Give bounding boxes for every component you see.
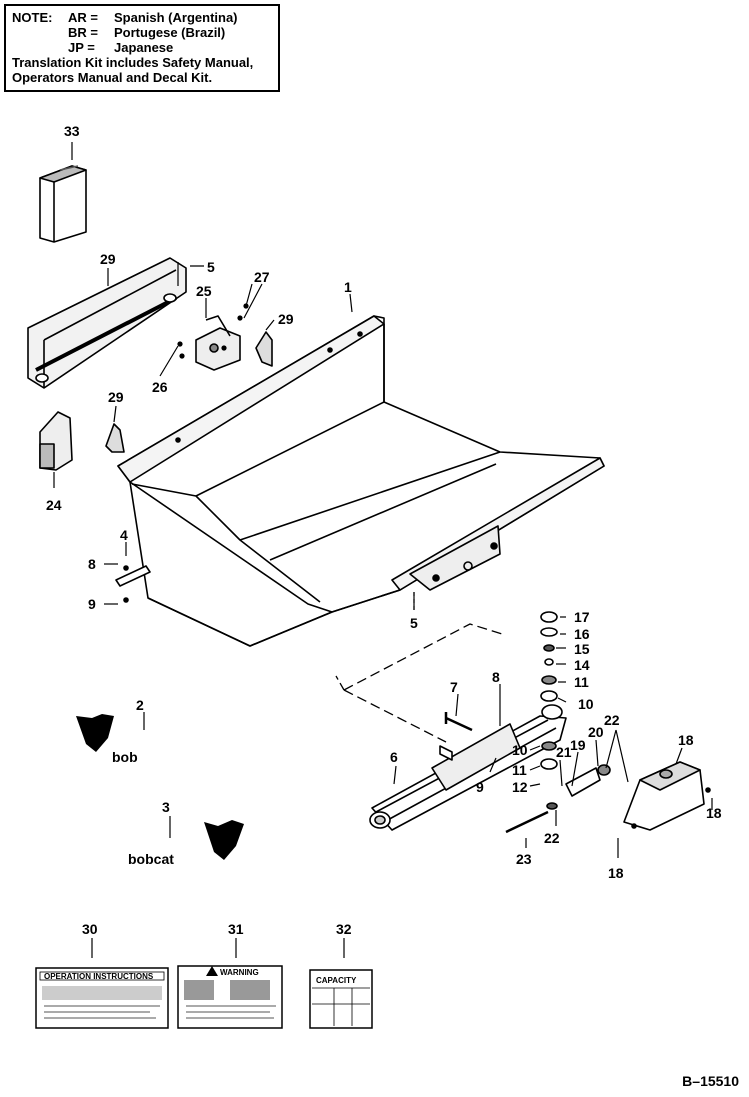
note-code-ar: AR = [68, 10, 98, 25]
callout-10b: 10 [512, 742, 528, 758]
clamp-block-part [195, 315, 241, 371]
logo-text-2: bob [112, 749, 138, 765]
warning-decal-title: WARNING [220, 968, 259, 977]
callout-29b: 29 [108, 389, 124, 405]
callout-29a: 29 [278, 311, 294, 327]
callout-27: 27 [254, 269, 270, 285]
callout-7: 7 [450, 679, 458, 695]
callout-24: 24 [46, 497, 62, 513]
callout-2: 2 [136, 697, 144, 713]
note-lang-br: Portugese (Brazil) [114, 25, 226, 40]
safety-manual-part [39, 165, 87, 243]
callout-15: 16 [574, 626, 590, 642]
callout-22a: 22 [604, 712, 620, 728]
callout-4: 4 [120, 527, 128, 543]
callout-18a: 18 [706, 805, 722, 821]
capacity-decal-title: CAPACITY [316, 976, 357, 985]
callout-10a: 10 [578, 696, 594, 712]
note-lang-ar: Spanish (Argentina) [114, 10, 238, 25]
assembly-guide-line [343, 623, 503, 743]
operation-instructions-title: OPERATION INSTRUCTIONS [44, 972, 154, 981]
note-footer-1: Translation Kit includes Safety Manual, [12, 55, 254, 70]
warning-decal: WARNING [177, 965, 283, 1029]
callout-30: 30 [82, 921, 98, 937]
washer-stack-part [540, 611, 558, 810]
wear-plate-part-left [105, 423, 125, 453]
callout-19: 19 [570, 737, 586, 753]
callout-5a: 5 [207, 259, 215, 275]
figure-id: B–15510 [682, 1073, 739, 1089]
callout-1: 1 [344, 279, 352, 295]
callout-17: 18 [678, 732, 694, 748]
callout-8b: 8 [492, 669, 500, 685]
callout-26: 26 [152, 379, 168, 395]
lift-arm-part [369, 704, 567, 831]
callout-6: 6 [390, 749, 398, 765]
mount-housing-part [623, 761, 711, 831]
callout-3: 3 [162, 799, 170, 815]
rod-part [505, 810, 549, 834]
operation-instructions-decal: OPERATION INSTRUCTIONS [35, 967, 169, 1029]
leader-lines [53, 142, 713, 958]
callout-9b: 9 [476, 779, 484, 795]
callout-23: 23 [516, 851, 532, 867]
callout-28: 29 [100, 251, 116, 267]
callout-16: 17 [574, 609, 590, 625]
logo-text-3: bobcat [128, 851, 174, 867]
bolt-set-part [177, 303, 249, 359]
capacity-decal: CAPACITY [309, 969, 373, 1029]
callout-9a: 9 [88, 596, 96, 612]
note-lang-jp: Japanese [114, 40, 174, 55]
callout-31: 31 [228, 921, 244, 937]
callout-14: 15 [574, 641, 590, 657]
logo-decal-3: bobcat [128, 820, 244, 867]
callout-5b: 5 [410, 615, 418, 631]
callout-21: 21 [556, 744, 572, 760]
pin-part [115, 565, 151, 603]
callout-labels: 33 29 5 27 25 1 29 26 29 24 4 8 9 5 17 1… [46, 123, 722, 937]
callout-13: 14 [574, 657, 590, 673]
logo-decal-2: bob [76, 714, 138, 765]
callout-33: 33 [64, 123, 80, 139]
callout-12: 12 [512, 779, 528, 795]
pivot-pin-part [565, 764, 611, 797]
mounting-bracket-part [27, 257, 187, 389]
note-label: NOTE: [12, 10, 53, 25]
callout-25: 25 [196, 283, 212, 299]
note-code-br: BR = [68, 25, 98, 40]
callout-8a: 8 [88, 556, 96, 572]
translation-note: NOTE: AR = Spanish (Argentina) BR = Portuge… [4, 4, 280, 92]
note-footer-2: Operators Manual and Decal Kit. [12, 70, 213, 85]
arm-bolt-part [444, 712, 473, 732]
hinge-bracket-part [39, 411, 73, 471]
callout-11b: 11 [512, 762, 527, 778]
bucket-part [117, 315, 605, 647]
callout-20: 20 [588, 724, 604, 740]
note-code-jp: JP = [68, 40, 95, 55]
callout-32: 32 [336, 921, 352, 937]
callout-22b: 22 [544, 830, 560, 846]
wear-plate-part-right [255, 331, 273, 367]
callout-11a: 11 [574, 674, 589, 690]
callout-18b: 18 [608, 865, 624, 881]
